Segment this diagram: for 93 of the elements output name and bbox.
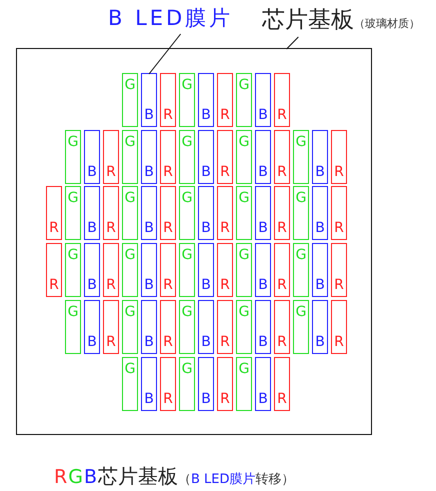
caption-text: B LED膜片: [190, 471, 256, 488]
caption-text: R: [54, 466, 68, 488]
led-strip: G: [236, 300, 252, 354]
led-strip: R: [103, 186, 119, 240]
led-strip: G: [122, 130, 138, 184]
led-strip: B: [255, 300, 271, 354]
led-strip: R: [217, 73, 233, 127]
led-strip: B: [198, 186, 214, 240]
led-strip: B: [141, 73, 157, 127]
led-strip: R: [274, 73, 290, 127]
led-strip: G: [236, 357, 252, 411]
led-strip: G: [179, 300, 195, 354]
led-strip: R: [274, 130, 290, 184]
led-strip: G: [236, 73, 252, 127]
led-strip: R: [331, 130, 347, 184]
led-strip: G: [293, 130, 309, 184]
led-strip: R: [103, 243, 119, 297]
led-strip: G: [179, 186, 195, 240]
led-strip: B: [255, 357, 271, 411]
led-strip: B: [84, 243, 100, 297]
led-strip: B: [141, 300, 157, 354]
led-strip: R: [217, 186, 233, 240]
led-strip: B: [198, 300, 214, 354]
led-strip: R: [217, 357, 233, 411]
led-strip: G: [236, 186, 252, 240]
led-strip: B: [198, 243, 214, 297]
led-strip: G: [179, 130, 195, 184]
led-strip: G: [122, 300, 138, 354]
led-strip: R: [274, 243, 290, 297]
led-strip: B: [84, 186, 100, 240]
caption-text: （: [178, 471, 191, 488]
led-strip: G: [293, 300, 309, 354]
led-strip: R: [103, 130, 119, 184]
caption-text: 转移）: [256, 471, 295, 488]
led-strip: B: [312, 243, 328, 297]
led-strip: R: [274, 186, 290, 240]
led-strip: R: [46, 186, 62, 240]
led-strip: R: [274, 357, 290, 411]
label-text: 芯片基板: [262, 7, 354, 33]
led-strip: B: [312, 300, 328, 354]
led-strip: B: [198, 357, 214, 411]
led-strip: G: [179, 73, 195, 127]
led-strip: G: [65, 243, 81, 297]
label-text: B LED膜片: [108, 6, 234, 30]
led-strip: R: [274, 300, 290, 354]
led-strip: B: [255, 130, 271, 184]
led-strip: G: [122, 243, 138, 297]
led-strip: G: [179, 357, 195, 411]
led-strip: R: [160, 186, 176, 240]
led-strip: R: [331, 300, 347, 354]
glass-substrate: [16, 48, 372, 435]
led-strip: G: [179, 243, 195, 297]
led-strip: G: [236, 130, 252, 184]
led-strip: R: [46, 243, 62, 297]
led-strip: B: [141, 130, 157, 184]
led-strip: G: [65, 130, 81, 184]
led-strip: G: [122, 73, 138, 127]
led-strip: G: [122, 357, 138, 411]
caption-text: G: [68, 466, 84, 488]
caption-text: B: [84, 466, 98, 488]
led-strip: R: [217, 243, 233, 297]
led-strip: R: [160, 73, 176, 127]
led-strip: B: [255, 243, 271, 297]
led-strip: G: [293, 186, 309, 240]
led-strip: B: [141, 243, 157, 297]
led-strip: G: [293, 243, 309, 297]
led-strip: B: [255, 186, 271, 240]
led-strip: R: [331, 186, 347, 240]
led-strip: B: [141, 357, 157, 411]
led-strip: G: [236, 243, 252, 297]
led-strip: R: [331, 243, 347, 297]
led-strip: R: [160, 357, 176, 411]
led-strip: B: [255, 73, 271, 127]
led-strip: G: [65, 300, 81, 354]
led-strip: G: [122, 186, 138, 240]
led-strip: B: [141, 186, 157, 240]
led-strip: B: [198, 73, 214, 127]
led-strip: B: [312, 130, 328, 184]
led-strip: R: [103, 300, 119, 354]
caption-text: 芯片基板: [98, 463, 178, 490]
led-strip: R: [160, 300, 176, 354]
leader-line: [148, 34, 182, 74]
led-strip: R: [160, 130, 176, 184]
led-strip: B: [198, 130, 214, 184]
led-strip: B: [84, 300, 100, 354]
led-strip: B: [312, 186, 328, 240]
led-strip: G: [65, 186, 81, 240]
led-strip: B: [84, 130, 100, 184]
leader-line: [286, 36, 299, 50]
led-strip: R: [160, 243, 176, 297]
led-strip: R: [217, 300, 233, 354]
note-text: （玻璃材质）: [354, 17, 420, 30]
led-strip: R: [217, 130, 233, 184]
